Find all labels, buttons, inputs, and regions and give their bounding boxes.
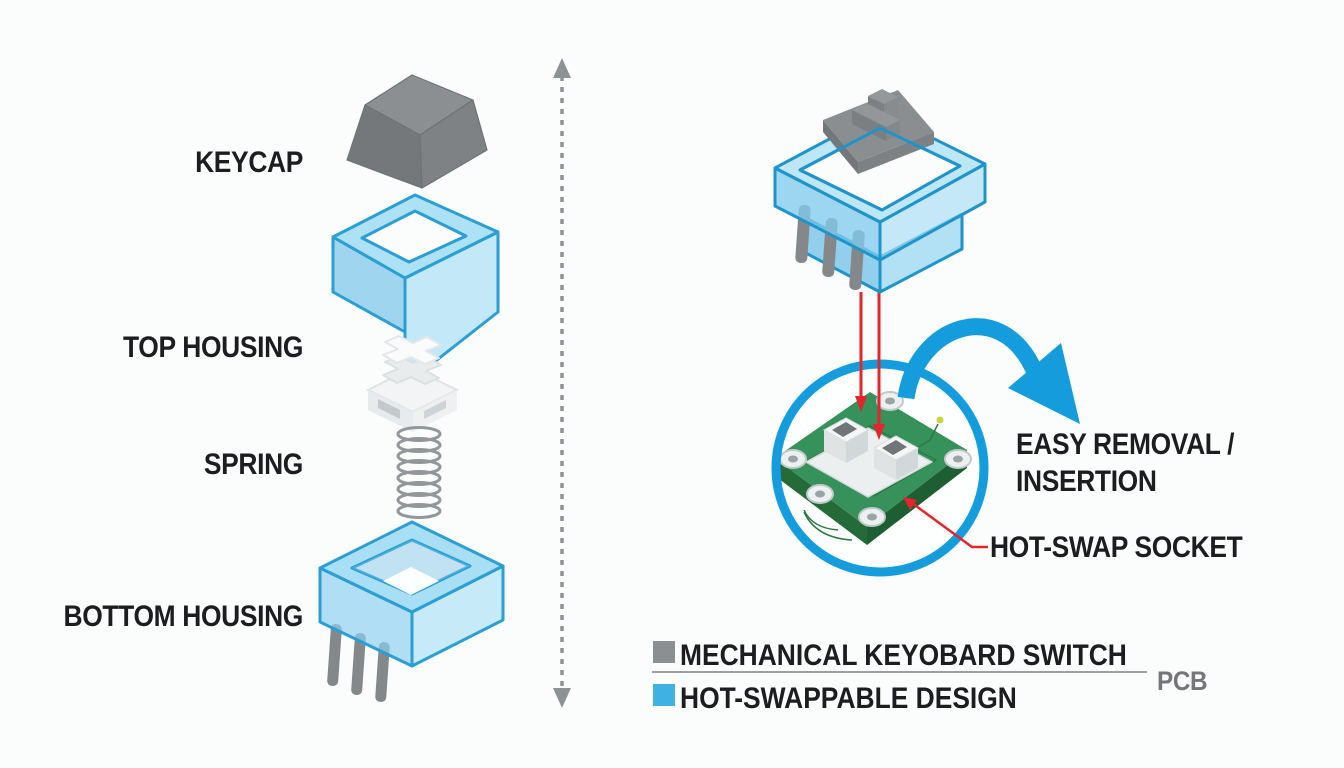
socket-callout-line-icon — [903, 497, 988, 549]
label-keycap: KEYCAP — [195, 146, 303, 179]
assembled-switch-illustration — [773, 89, 987, 294]
label-top-housing: TOP HOUSING — [123, 331, 303, 364]
switch-pins — [327, 624, 390, 703]
pcb-board — [780, 391, 972, 545]
pin-callout-arrows-icon — [855, 290, 885, 440]
legend-swatch-mechanical-switch — [653, 641, 675, 663]
exploded-axis-arrow-icon — [553, 58, 571, 708]
label-hot-swap-socket: HOT-SWAP SOCKET — [990, 531, 1243, 564]
bottom-housing-illustration — [318, 520, 505, 703]
legend-label-hot-swappable: HOT-SWAPPABLE DESIGN — [680, 682, 1017, 715]
pcb-led-dot — [936, 416, 944, 424]
legend-divider-line — [652, 671, 1147, 673]
label-easy-removal-line2: INSERTION — [1016, 465, 1157, 498]
hot-swap-pcb-inset — [771, 359, 989, 577]
pcb-pads — [780, 391, 972, 527]
spring-illustration — [396, 426, 442, 519]
hot-swap-socket — [805, 417, 933, 498]
keycap-illustration — [346, 74, 488, 189]
label-spring: SPRING — [203, 448, 303, 481]
legend-swatch-hot-swappable — [653, 684, 675, 706]
swap-motion-arrow-icon — [897, 318, 1080, 424]
legend-label-mechanical-switch: MECHANICAL KEYOBARD SWITCH — [680, 639, 1127, 672]
label-pcb: PCB — [1157, 666, 1208, 696]
stem-illustration — [365, 335, 460, 432]
label-easy-removal: EASY REMOVAL / INSERTION — [1016, 426, 1234, 500]
label-easy-removal-line1: EASY REMOVAL / — [1016, 428, 1235, 461]
label-bottom-housing: BOTTOM HOUSING — [63, 600, 304, 633]
